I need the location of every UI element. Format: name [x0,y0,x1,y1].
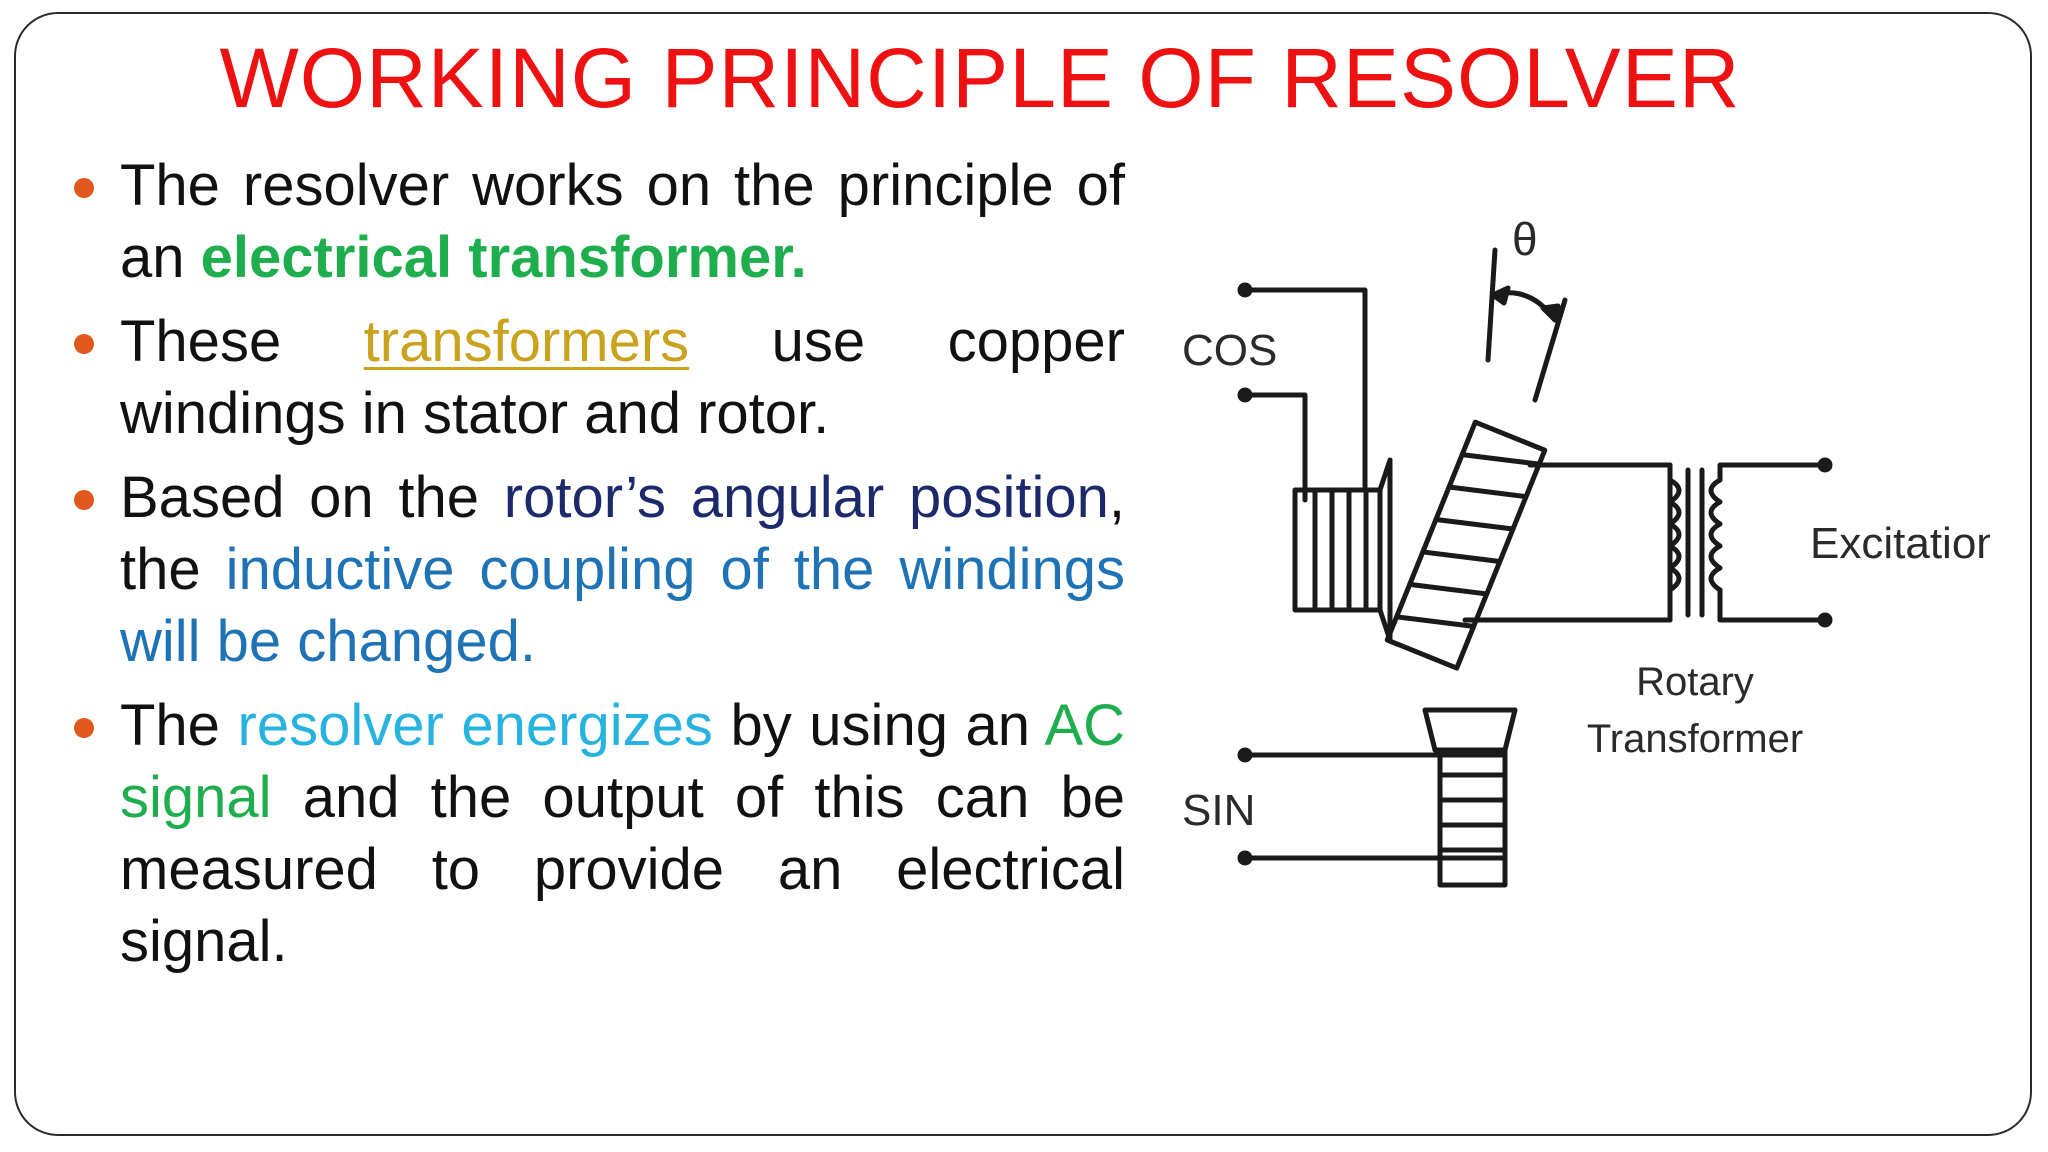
slide-frame [14,12,2032,1136]
excitation-label: Excitation [1810,519,1990,568]
bullet-segment: use copper windings in stator and rotor. [120,309,1125,446]
bullet-text: Based on the rotor’s angular position, t… [120,465,1125,674]
sin-coil-core [1437,747,1508,888]
excitation-terminal-top [1817,457,1833,473]
bullet-item: Based on the rotor’s angular position, t… [70,462,1125,678]
bullet-segment: inductive coupling of the windings will … [120,537,1125,674]
bullet-dot-icon [74,334,94,354]
bullet-segment: by using an [712,693,1045,758]
sin-label: SIN [1182,786,1255,835]
rotary-label-line1: Rotary [1636,660,1754,704]
resolver-diagram: COS SIN θ Excitation Rotary Transformer [1182,213,1990,888]
bullet-segment: , the [120,465,1125,602]
rotor-winding [1384,419,1548,671]
bullet-text: These transformers use copper windings i… [120,309,1125,446]
bullet-segment: resolver energizes [237,693,713,758]
bullet-segment: rotor’s angular position [503,465,1109,530]
bullet-dot-icon [74,490,94,510]
bullet-segment: Based on the [120,465,504,530]
cos-pole-face [1377,457,1393,643]
theta-label: θ [1512,213,1538,265]
sin-stator-winding [1237,707,1518,888]
bullet-dot-icon [74,718,94,738]
bullet-segment: and the output of this can be measured t… [120,765,1125,974]
slide-title: WORKING PRINCIPLE OF RESOLVER [219,31,1741,125]
cos-lead-bottom [1242,392,1308,503]
theta-angle-indicator [1485,247,1568,403]
bullet-dot-icon [74,178,94,198]
bullet-segment: These [120,309,364,374]
rotary-transformer [1667,457,1833,628]
bullet-segment: electrical transformer. [200,225,807,290]
bullet-list: The resolver works on the principle of a… [70,150,1125,990]
bullet-segment: AC signal [120,693,1126,830]
bullet-item: The resolver works on the principle of a… [70,150,1125,294]
excitation-terminal-bottom [1817,612,1833,628]
rotor-leads [1462,462,1673,623]
cos-lead-top [1242,287,1368,493]
rotary-label-line2: Transformer [1587,717,1803,761]
bullet-item: The resolver energizes by using an AC si… [70,690,1125,978]
bullet-text: The resolver energizes by using an AC si… [120,693,1125,974]
bullet-segment: transformers [363,309,690,374]
bullet-text: The resolver works on the principle of a… [120,153,1125,290]
bullet-segment: The resolver works on the principle of a… [120,153,1125,290]
bullet-segment: The [120,693,238,758]
sin-pole-face [1422,707,1518,753]
cos-label: COS [1182,326,1277,375]
bullet-item: These transformers use copper windings i… [70,306,1125,450]
